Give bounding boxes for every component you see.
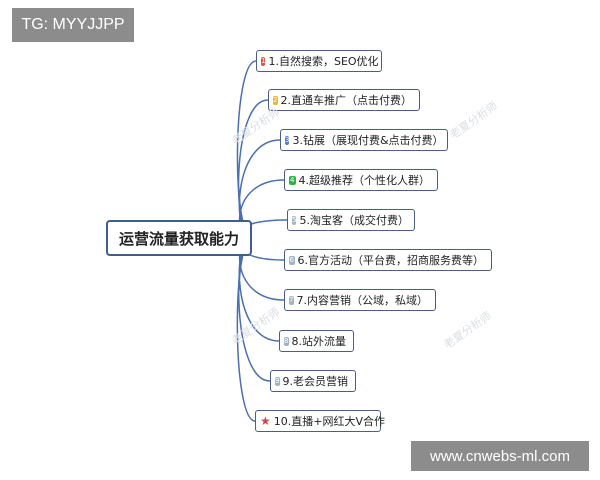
number-badge-icon: 2 xyxy=(273,95,278,105)
star-icon: ★ xyxy=(260,414,271,428)
mindmap-root: 运营流量获取能力 xyxy=(106,220,252,256)
branch-label: 2.直通车推广（点击付费） xyxy=(280,94,413,107)
branch-label: 9.老会员营销 xyxy=(282,375,349,388)
branch-label: 1.自然搜索，SEO优化 xyxy=(268,55,379,68)
branch-label: 4.超级推荐（个性化人群） xyxy=(298,174,431,187)
branch-label: 6.官方活动（平台费，招商服务费等） xyxy=(297,254,485,267)
number-badge-icon: 5 xyxy=(292,215,297,225)
tg-banner: TG: MYYJJPP xyxy=(12,8,134,42)
site-banner: www.cnwebs-ml.com xyxy=(411,441,589,471)
number-badge-icon: 9 xyxy=(275,376,280,386)
branch-label: 3.钻展（展现付费&点击付费） xyxy=(292,134,444,147)
number-badge-icon: 6 xyxy=(289,255,295,265)
branch-label: 7.内容营销（公域，私域） xyxy=(296,294,429,307)
number-badge-icon: 3 xyxy=(285,135,290,145)
number-badge-icon: 4 xyxy=(289,175,296,185)
number-badge-icon: 1 xyxy=(261,56,266,66)
number-badge-icon: 8 xyxy=(284,336,289,346)
branch-label: 10.直播+网红大V合作 xyxy=(273,415,386,428)
branch-label: 5.淘宝客（成交付费） xyxy=(299,214,409,227)
branch-label: 8.站外流量 xyxy=(291,335,347,348)
branch-node: ★10.直播+网红大V合作 xyxy=(255,410,385,432)
number-badge-icon: 7 xyxy=(289,295,294,305)
